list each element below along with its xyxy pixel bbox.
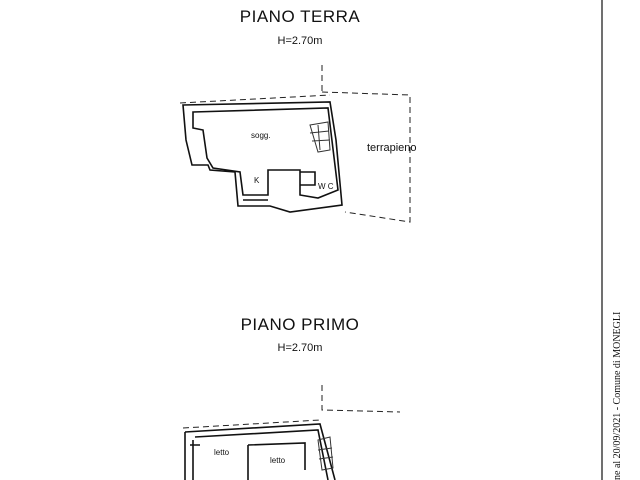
ground-floor-walls [182,101,343,213]
floor-title-ground: PIANO TERRA [239,7,361,26]
room-label-letto-2: letto [270,456,286,465]
stairs-first [317,436,334,471]
stairs-ground [309,121,331,153]
floor-height-ground: H=2.70m [277,35,323,47]
first-floor-walls [184,423,336,480]
room-label-wc: W C [318,182,334,191]
terrapieno-boundary [321,91,411,223]
room-label-k: K [254,176,260,185]
registry-stamp: ne al 20/09/2021 - Comune di MONEGLI [612,311,623,480]
floor-height-first: H=2.70m [277,342,323,354]
room-label-sogg: sogg. [251,131,271,140]
floor-title-first: PIANO PRIMO [240,315,360,334]
room-label-terrapieno: terrapieno [367,142,417,154]
room-label-letto-1: letto [214,448,230,457]
